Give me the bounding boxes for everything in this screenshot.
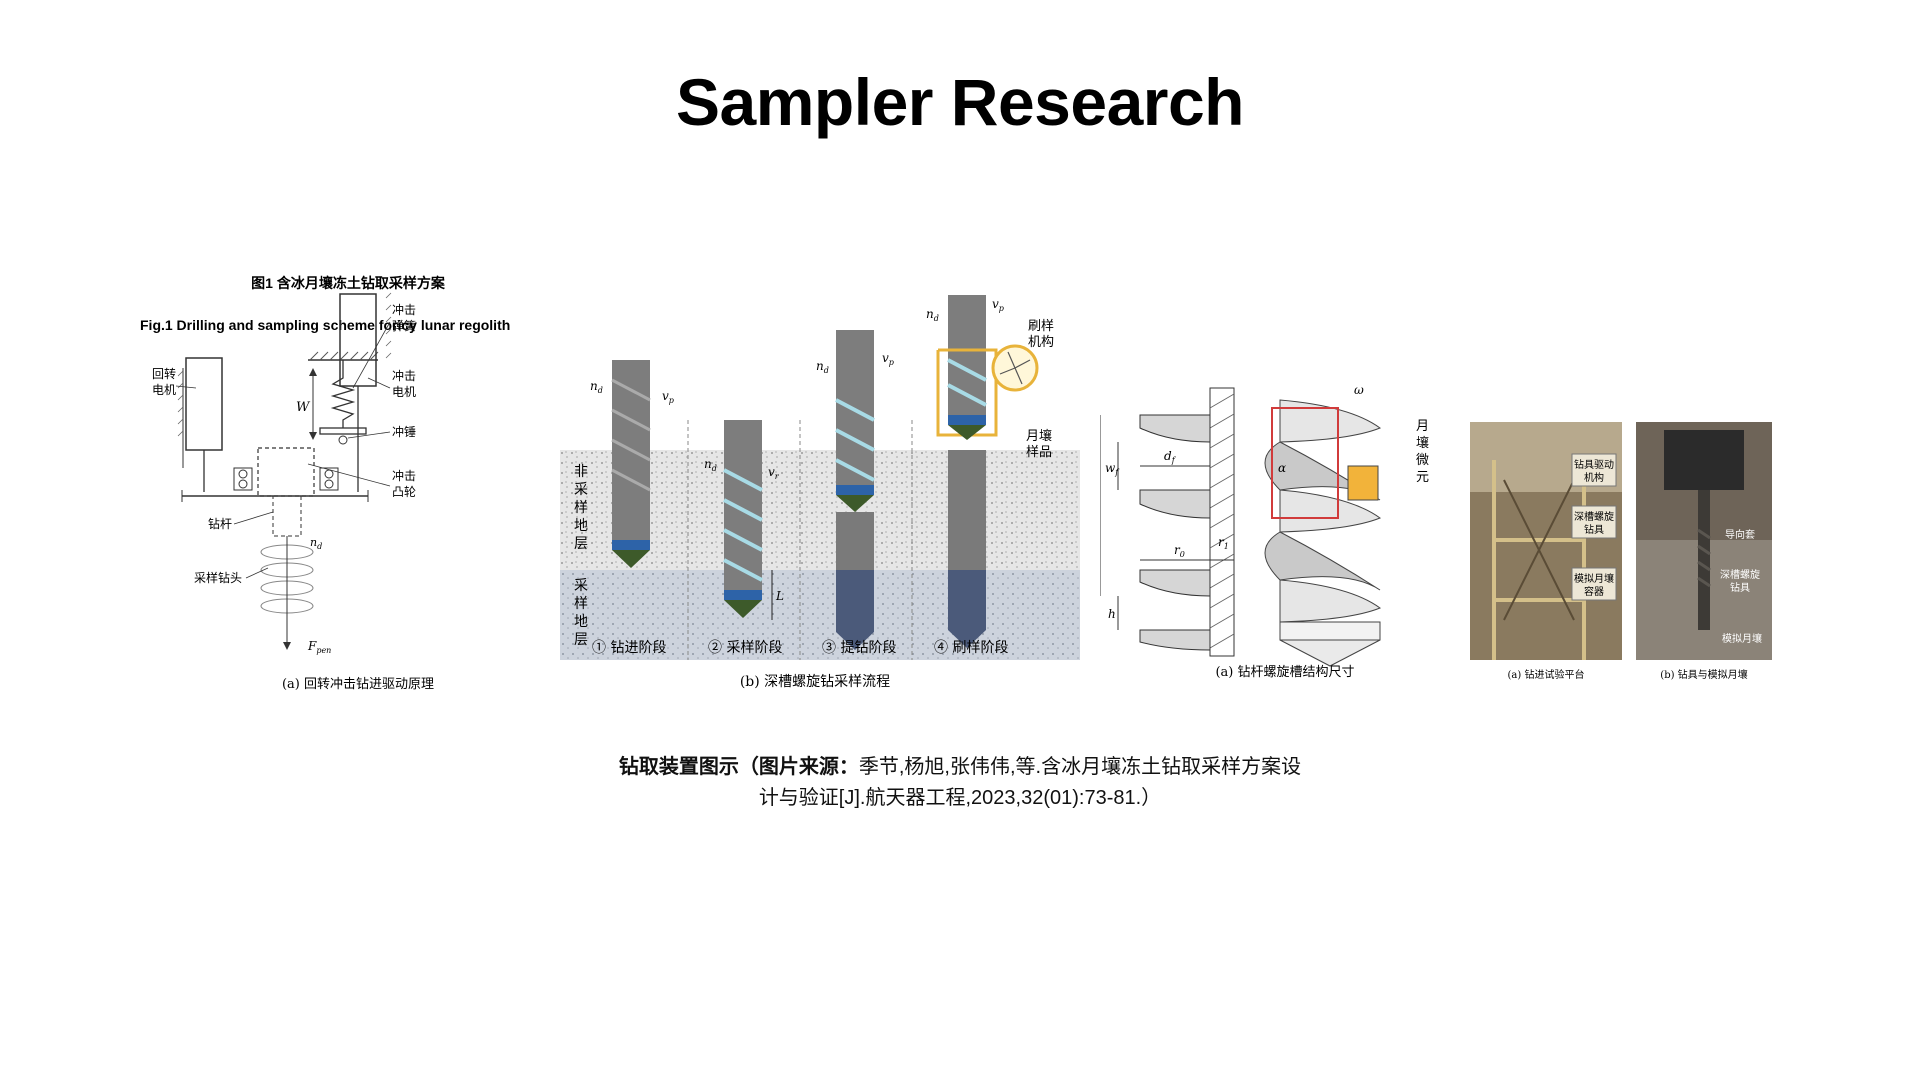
svg-text:冲锤: 冲锤	[392, 424, 416, 439]
svg-text:nd: nd	[590, 379, 603, 395]
stage-label: ① 钻进阶段	[592, 640, 666, 656]
svg-text:地: 地	[574, 614, 588, 630]
svg-text:钻具: 钻具	[1584, 523, 1604, 536]
svg-text:采: 采	[574, 578, 588, 594]
svg-text:模拟月壤: 模拟月壤	[1574, 572, 1614, 585]
svg-text:W: W	[296, 400, 311, 415]
stage-label: ② 采样阶段	[708, 640, 782, 656]
svg-text:钻具驱动: 钻具驱动	[1574, 458, 1614, 471]
photo-test-platform: 钻具驱动 机构 深槽螺旋 钻具 模拟月壤 容器	[1470, 422, 1622, 660]
svg-text:钻具: 钻具	[1730, 581, 1750, 594]
svg-text:L: L	[775, 589, 784, 603]
svg-text:nd: nd	[310, 536, 322, 551]
svg-text:弹簧: 弹簧	[392, 318, 416, 333]
svg-text:月: 月	[1416, 419, 1429, 434]
svg-text:wf: wf	[1105, 461, 1120, 477]
figure-drive-principle: 图1 含冰月壤冻土钻取采样方案 Fig.1 Drilling and sampl…	[138, 268, 568, 708]
svg-text:深槽螺旋: 深槽螺旋	[1574, 510, 1614, 523]
svg-text:电机: 电机	[152, 383, 176, 397]
svg-text:样: 样	[574, 500, 588, 516]
figure-test-photos: 钻具驱动 机构 深槽螺旋 钻具 模拟月壤 容器 (a) 钻进试验平台 导向套 深…	[1464, 420, 1784, 690]
svg-text:冲击: 冲击	[392, 302, 416, 317]
svg-text:采样钻头: 采样钻头	[194, 570, 242, 585]
photo-drill-and-regolith: 导向套 深槽螺旋 钻具 模拟月壤	[1636, 422, 1772, 660]
svg-text:电机: 电机	[392, 385, 416, 399]
svg-text:Fpen: Fpen	[307, 639, 331, 655]
figure-caption: (a) 钻杆螺旋槽结构尺寸	[1215, 665, 1354, 680]
svg-text:采: 采	[574, 482, 588, 498]
svg-text:壤: 壤	[1416, 435, 1429, 451]
figure-source-caption: 钻取装置图示（图片来源：季节,杨旭,张伟伟,等.含冰月壤冻土钻取采样方案设 计与…	[560, 752, 1360, 814]
caption-line2: 计与验证[J].航天器工程,2023,32(01):73-81.）	[758, 787, 1162, 809]
svg-text:钻杆: 钻杆	[208, 516, 232, 531]
svg-text:模拟月壤: 模拟月壤	[1722, 632, 1762, 645]
figure-sampling-process: nd vp nd vr nd vp nd vp L 非 采 样 地 层 采 样 …	[560, 290, 1080, 722]
svg-text:样品: 样品	[1026, 445, 1052, 460]
stage-label: ④ 刷样阶段	[934, 640, 1008, 656]
svg-text:vp: vp	[662, 389, 674, 405]
svg-text:vp: vp	[882, 351, 894, 367]
svg-text:微: 微	[1416, 453, 1429, 468]
svg-text:非: 非	[574, 464, 588, 480]
slide-title: Sampler Research	[676, 65, 1245, 139]
svg-text:元: 元	[1416, 470, 1429, 485]
figure-caption: (b) 深槽螺旋钻采样流程	[740, 674, 890, 690]
svg-text:ω: ω	[1354, 383, 1364, 397]
svg-text:层: 层	[574, 632, 588, 648]
svg-text:nd: nd	[926, 307, 939, 323]
photo-caption: (a) 钻进试验平台	[1508, 668, 1585, 681]
svg-text:h: h	[1108, 607, 1116, 621]
svg-text:α: α	[1278, 461, 1286, 475]
figure-title-cn: 图1 含冰月壤冻土钻取采样方案	[251, 275, 446, 291]
svg-text:冲击: 冲击	[392, 468, 416, 483]
svg-text:层: 层	[574, 536, 588, 552]
svg-text:月壤: 月壤	[1026, 428, 1052, 444]
svg-text:vp: vp	[992, 297, 1004, 313]
svg-text:凸轮: 凸轮	[392, 485, 416, 499]
svg-text:样: 样	[574, 596, 588, 612]
caption-bold-prefix: 钻取装置图示（图片来源：	[618, 756, 859, 778]
figure-groove-dimensions: wf l df r0 r1 h α ω 月 壤 微 元 (a) 钻杆螺旋槽结构尺…	[1100, 380, 1450, 680]
svg-text:机构: 机构	[1584, 471, 1604, 484]
svg-text:深槽螺旋: 深槽螺旋	[1720, 568, 1760, 581]
svg-text:r1: r1	[1218, 535, 1229, 551]
caption-line1: 季节,杨旭,张伟伟,等.含冰月壤冻土钻取采样方案设	[858, 756, 1302, 778]
svg-text:机构: 机构	[1028, 335, 1054, 350]
svg-text:容器: 容器	[1584, 585, 1604, 598]
svg-text:df: df	[1164, 449, 1177, 465]
svg-text:导向套: 导向套	[1725, 528, 1755, 541]
figure-title-en: Fig.1 Drilling and sampling scheme foric…	[140, 317, 510, 333]
photo-caption: (b) 钻具与模拟月壤	[1660, 668, 1747, 681]
figure-caption: (a) 回转冲击钻进驱动原理	[282, 677, 434, 692]
svg-text:地: 地	[574, 518, 588, 534]
svg-text:回转: 回转	[152, 366, 176, 381]
svg-text:nd: nd	[816, 359, 829, 375]
svg-text:vr: vr	[768, 465, 780, 481]
svg-text:冲击: 冲击	[392, 368, 416, 383]
svg-text:刷样: 刷样	[1028, 319, 1054, 334]
svg-text:r0: r0	[1174, 543, 1185, 559]
svg-text:nd: nd	[704, 457, 717, 473]
stage-label: ③ 提钻阶段	[822, 640, 896, 656]
spring-icon	[330, 360, 356, 428]
